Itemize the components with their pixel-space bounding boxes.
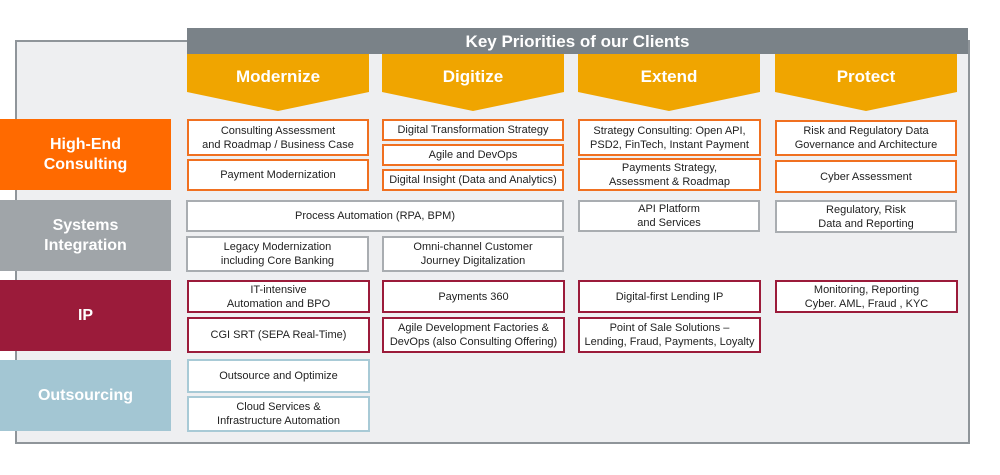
row-high-end-consulting: High-End Consulting bbox=[0, 119, 171, 190]
offering-box: Agile Development Factories & DevOps (al… bbox=[382, 317, 565, 353]
diagram-title: Key Priorities of our Clients bbox=[187, 28, 968, 54]
column-header-digitize: Digitize bbox=[382, 54, 564, 111]
frame-border bbox=[15, 40, 187, 42]
offering-box: Payment Modernization bbox=[187, 159, 369, 191]
offering-box: Agile and DevOps bbox=[382, 144, 564, 166]
column-label: Digitize bbox=[442, 67, 504, 86]
offering-box: Payments 360 bbox=[382, 280, 565, 313]
offering-box: Process Automation (RPA, BPM) bbox=[186, 200, 564, 232]
column-header-protect: Protect bbox=[775, 54, 957, 111]
offering-box: Digital Insight (Data and Analytics) bbox=[382, 169, 564, 191]
row-systems-integration: Systems Integration bbox=[0, 200, 171, 271]
column-header-extend: Extend bbox=[578, 54, 760, 111]
offering-box: CGI SRT (SEPA Real-Time) bbox=[187, 317, 370, 353]
offering-box: Cyber Assessment bbox=[775, 160, 957, 193]
offering-box: API Platform and Services bbox=[578, 200, 760, 232]
row-ip: IP bbox=[0, 280, 171, 351]
offering-box: Point of Sale Solutions – Lending, Fraud… bbox=[578, 317, 761, 353]
offering-box: Consulting Assessment and Roadmap / Busi… bbox=[187, 119, 369, 156]
column-label: Extend bbox=[640, 67, 698, 86]
column-header-modernize: Modernize bbox=[187, 54, 369, 111]
offering-box: IT-intensive Automation and BPO bbox=[187, 280, 370, 313]
offering-box: Payments Strategy, Assessment & Roadmap bbox=[578, 158, 761, 191]
offering-box: Risk and Regulatory Data Governance and … bbox=[775, 120, 957, 156]
offering-box: Regulatory, Risk Data and Reporting bbox=[775, 200, 957, 233]
offering-box: Legacy Modernization including Core Bank… bbox=[186, 236, 369, 272]
offering-box: Monitoring, Reporting Cyber. AML, Fraud … bbox=[775, 280, 958, 313]
row-outsourcing: Outsourcing bbox=[0, 360, 171, 431]
offering-box: Strategy Consulting: Open API, PSD2, Fin… bbox=[578, 119, 761, 156]
column-label: Protect bbox=[836, 67, 896, 86]
offering-box: Outsource and Optimize bbox=[187, 359, 370, 393]
offering-box: Digital-first Lending IP bbox=[578, 280, 761, 313]
offering-box: Digital Transformation Strategy bbox=[382, 119, 564, 141]
offering-box: Cloud Services & Infrastructure Automati… bbox=[187, 396, 370, 432]
offering-box: Omni-channel Customer Journey Digitaliza… bbox=[382, 236, 564, 272]
column-label: Modernize bbox=[235, 67, 321, 86]
